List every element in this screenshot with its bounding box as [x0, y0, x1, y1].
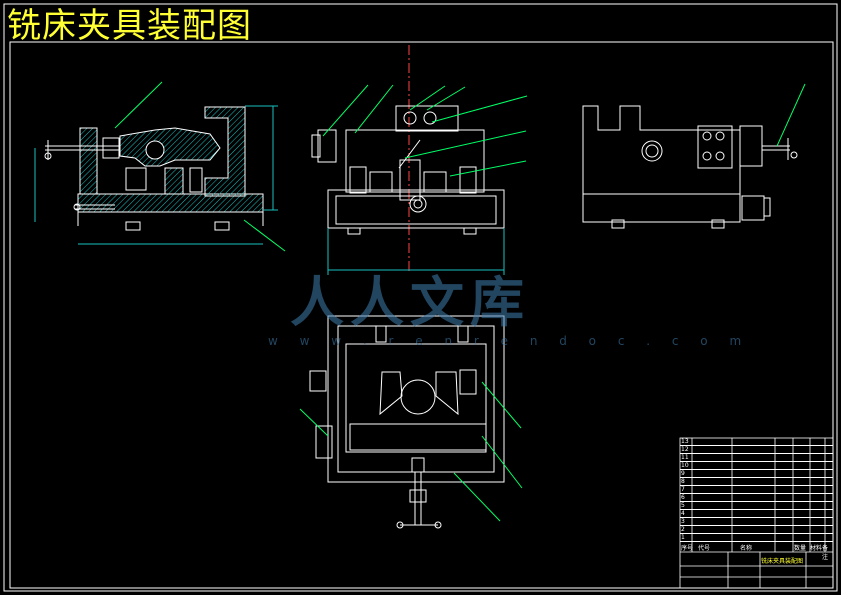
bom-item-number: 12 — [681, 446, 689, 453]
bom-row: 10 — [680, 462, 833, 470]
bom-item-number: 1 — [681, 534, 685, 541]
bom-row: 1 — [680, 534, 833, 542]
bom-item-number: 4 — [681, 510, 685, 517]
bom-row: 7 — [680, 486, 833, 494]
bom-row: 11 — [680, 454, 833, 462]
bom-row: 3 — [680, 518, 833, 526]
bom-item-number: 5 — [681, 502, 685, 509]
bom-row: 2 — [680, 526, 833, 534]
bom-item-number: 11 — [681, 454, 689, 461]
bom-item-number: 10 — [681, 462, 689, 469]
header-material: 材料 — [810, 545, 823, 552]
top-view — [299, 315, 523, 529]
bom-row: 8 — [680, 478, 833, 486]
bom-row: 9 — [680, 470, 833, 478]
right-view — [582, 83, 806, 229]
bom-item-number: 13 — [681, 438, 689, 445]
bom-header-row: 序号 代号 名称 数量 材料 备注 — [680, 542, 833, 561]
header-seq: 序号 — [681, 545, 694, 552]
bom-item-number: 6 — [681, 494, 685, 501]
watermark-url: w w w . r e n r e n d o c . c o m — [268, 334, 751, 348]
bom-row: 6 — [680, 494, 833, 502]
drawing-title: 铣床夹具装配图 — [7, 6, 252, 46]
bom-row: 13 — [680, 438, 833, 446]
bom-row: 5 — [680, 502, 833, 510]
drawing-frame — [3, 3, 838, 592]
bom-item-number: 2 — [681, 526, 685, 533]
header-note: 备注 — [822, 545, 829, 561]
front-view — [34, 81, 286, 252]
bom-row: 4 — [680, 510, 833, 518]
bom-row: 12 — [680, 446, 833, 454]
bom-item-number: 8 — [681, 478, 685, 485]
watermark-text: 人人文库 — [290, 270, 530, 334]
header-qty: 数量 — [794, 545, 807, 552]
bom-item-number: 9 — [681, 470, 685, 477]
side-view — [311, 45, 528, 275]
bom-item-number: 7 — [681, 486, 685, 493]
header-code: 代号 — [698, 545, 711, 552]
bom-item-number: 3 — [681, 518, 685, 525]
title-block-name: 铣床夹具装配图 — [761, 558, 804, 565]
inner-border — [9, 41, 834, 589]
header-name: 名称 — [740, 545, 753, 552]
